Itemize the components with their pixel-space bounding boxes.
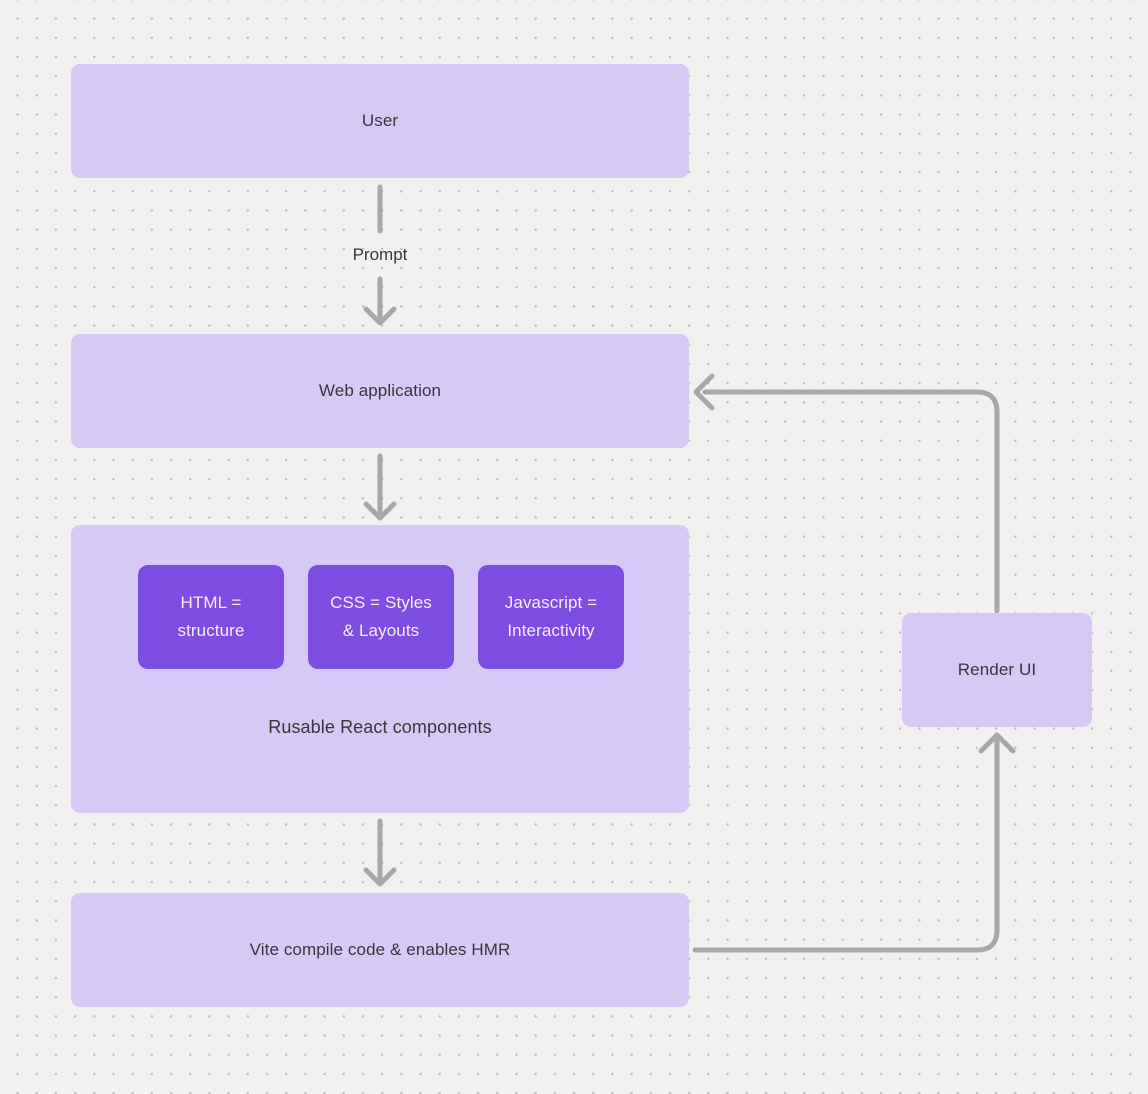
node-vite[interactable]: Vite compile code & enables HMR xyxy=(71,893,689,1007)
node-user-label: User xyxy=(361,111,399,130)
component-javascript[interactable]: Javascript = Interactivity xyxy=(478,565,624,669)
node-vite-label: Vite compile code & enables HMR xyxy=(249,940,511,959)
arrowhead-left-webapp-icon xyxy=(693,373,715,411)
component-javascript-line1: Javascript = xyxy=(504,593,598,612)
node-render-ui[interactable]: Render UI xyxy=(902,613,1092,727)
component-html-line2: structure xyxy=(177,621,245,640)
arrowhead-up-renderui-icon xyxy=(978,732,1016,754)
arrowhead-down-components-icon xyxy=(363,501,397,521)
component-css-line2: & Layouts xyxy=(342,621,420,640)
component-html[interactable]: HTML = structure xyxy=(138,565,284,669)
node-web-application-label: Web application xyxy=(318,381,442,400)
node-user[interactable]: User xyxy=(71,64,689,178)
arrowhead-down-webapp-icon xyxy=(363,306,397,326)
component-css[interactable]: CSS = Styles & Layouts xyxy=(308,565,454,669)
node-web-application[interactable]: Web application xyxy=(71,334,689,448)
components-caption: Rusable React components xyxy=(268,717,492,737)
component-javascript-line2: Interactivity xyxy=(507,621,595,640)
node-render-ui-label: Render UI xyxy=(957,660,1037,679)
edge-vite-to-renderui xyxy=(692,737,1000,953)
arrowhead-down-vite-icon xyxy=(363,867,397,887)
component-html-line1: HTML = xyxy=(180,593,242,612)
node-components-container[interactable]: HTML = structure CSS = Styles & Layouts … xyxy=(71,525,689,813)
edge-label-prompt: Prompt xyxy=(352,245,408,264)
edge-renderui-to-webapp xyxy=(702,389,1000,614)
component-css-line1: CSS = Styles xyxy=(330,593,432,612)
